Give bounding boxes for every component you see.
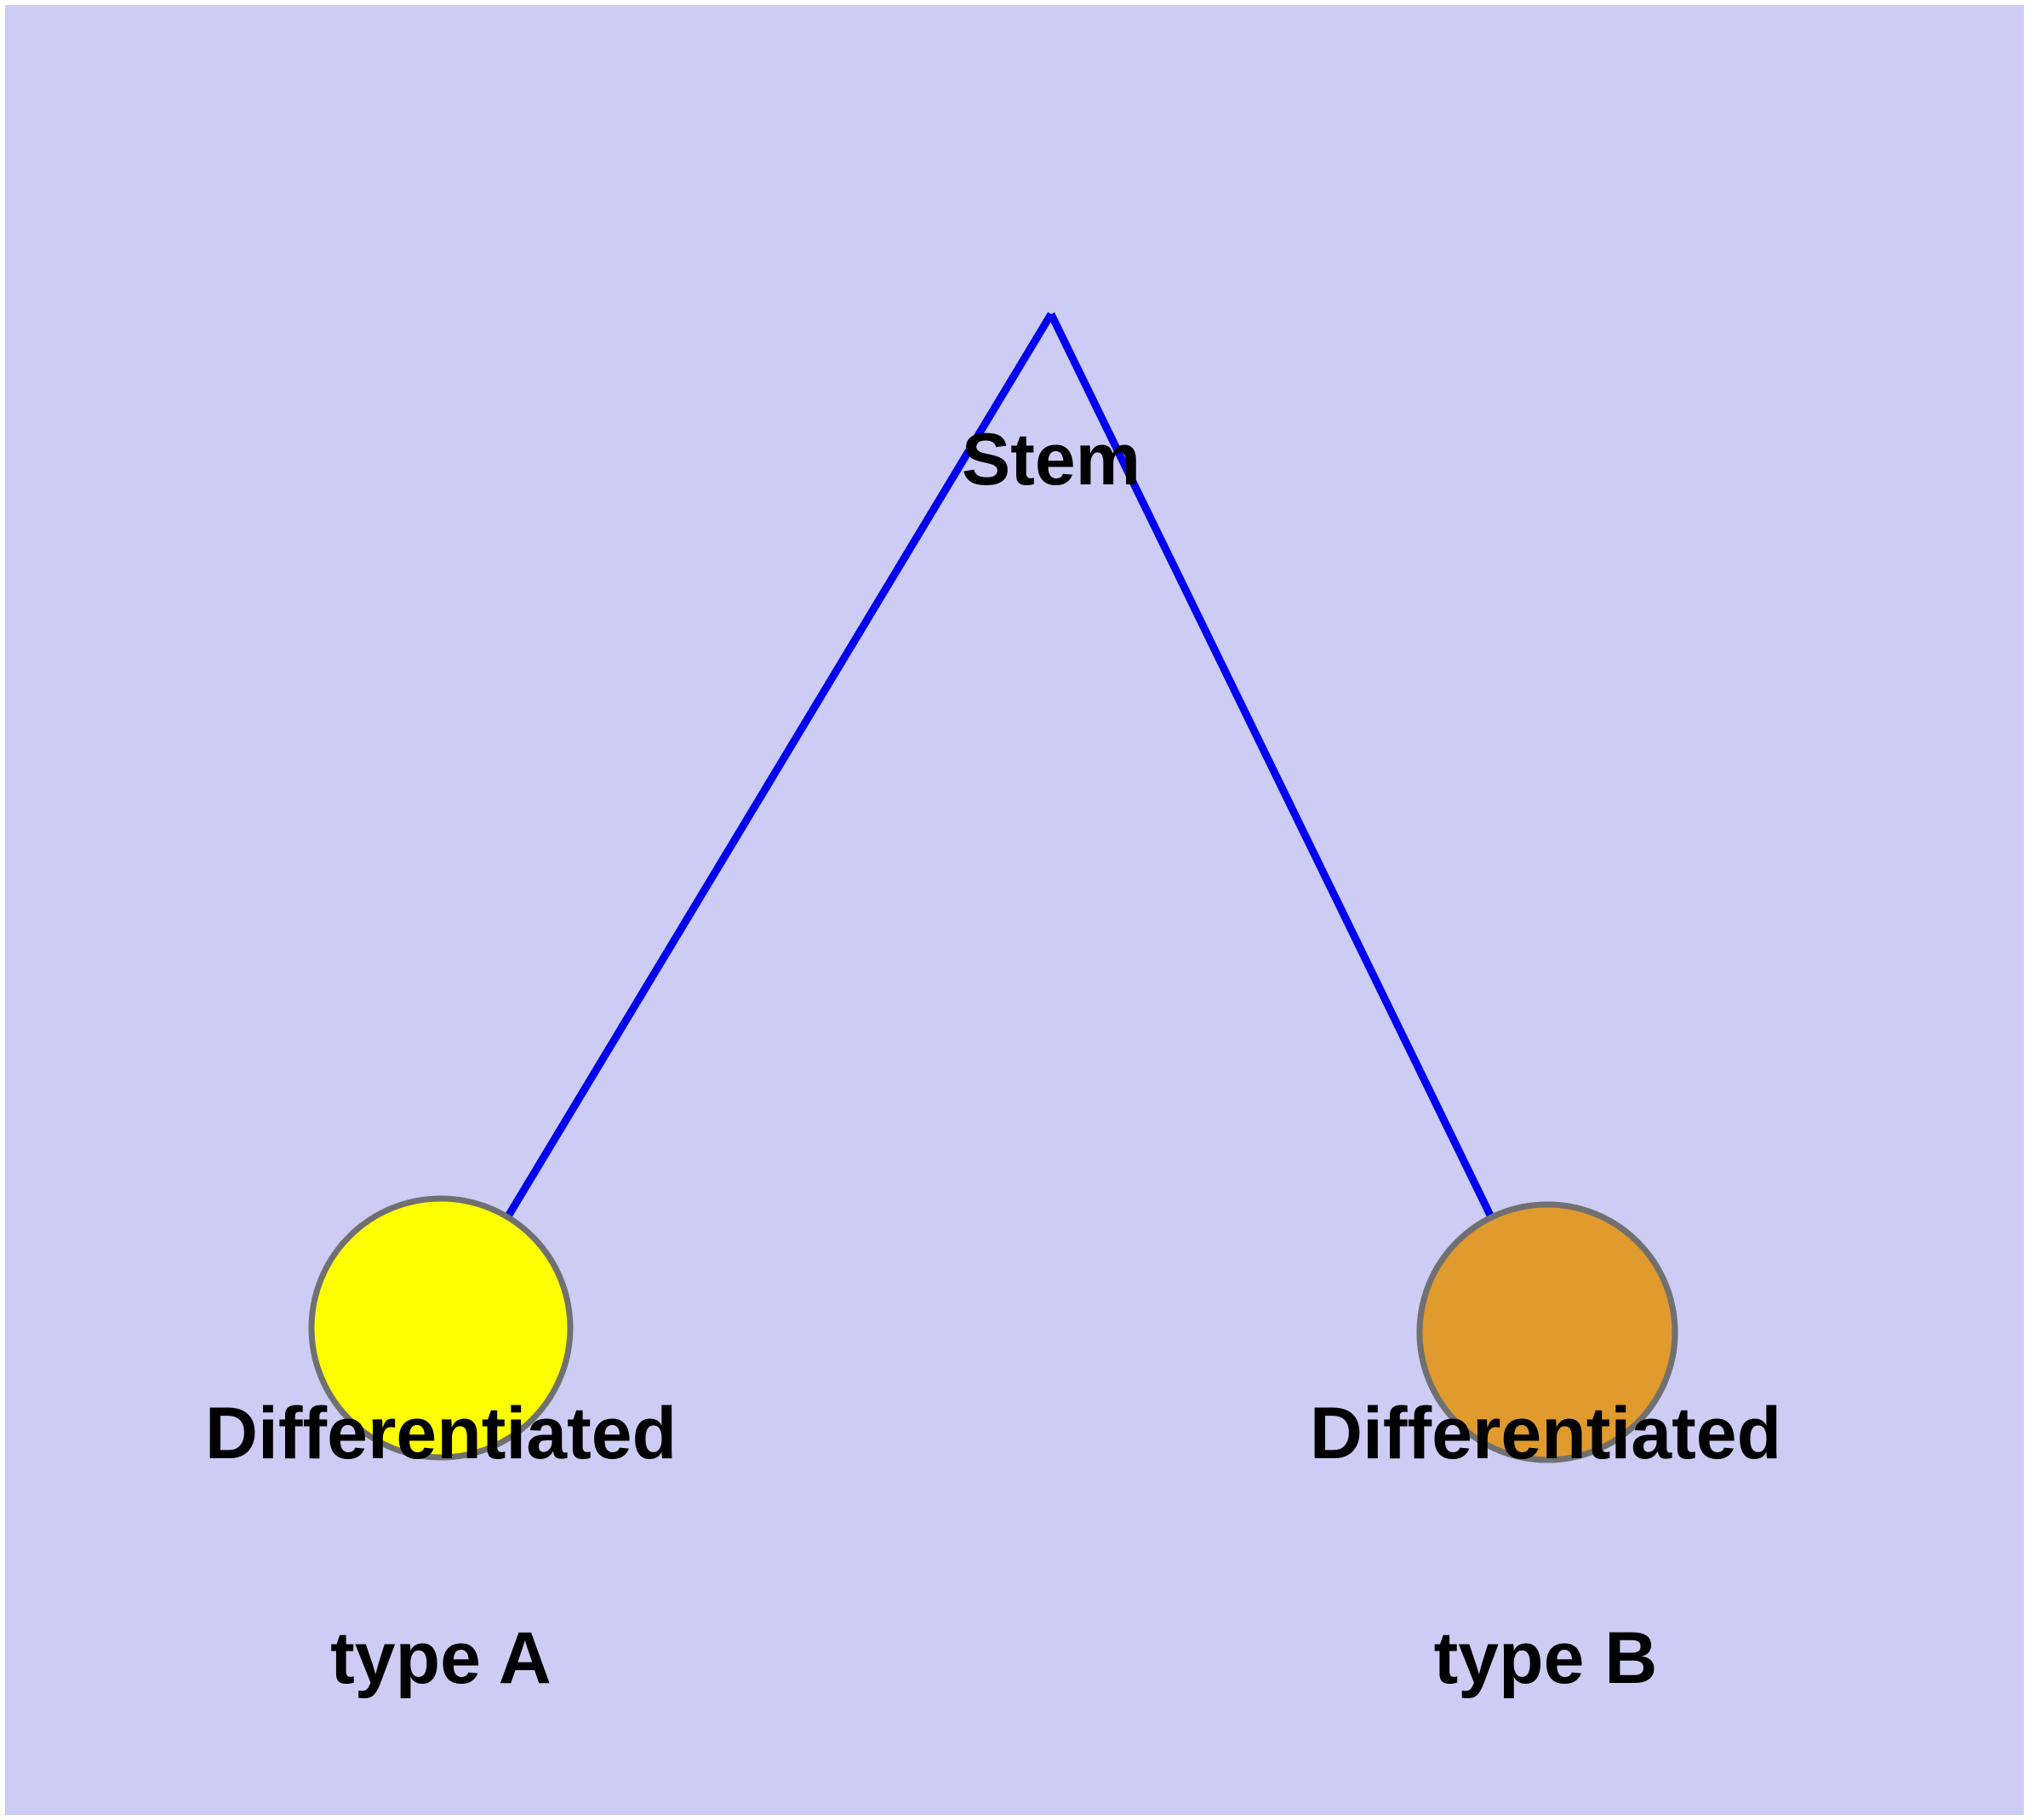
edge-stem-diff-b [1047,312,1552,1334]
node-differentiated-type-b[interactable] [1416,1201,1678,1463]
node-stem[interactable] [308,1195,574,1461]
canvas-background [5,5,2024,1815]
node-layer [308,1195,1678,1463]
edge-layer [437,312,1552,1334]
edge-stem-diff-a [437,312,1055,1331]
